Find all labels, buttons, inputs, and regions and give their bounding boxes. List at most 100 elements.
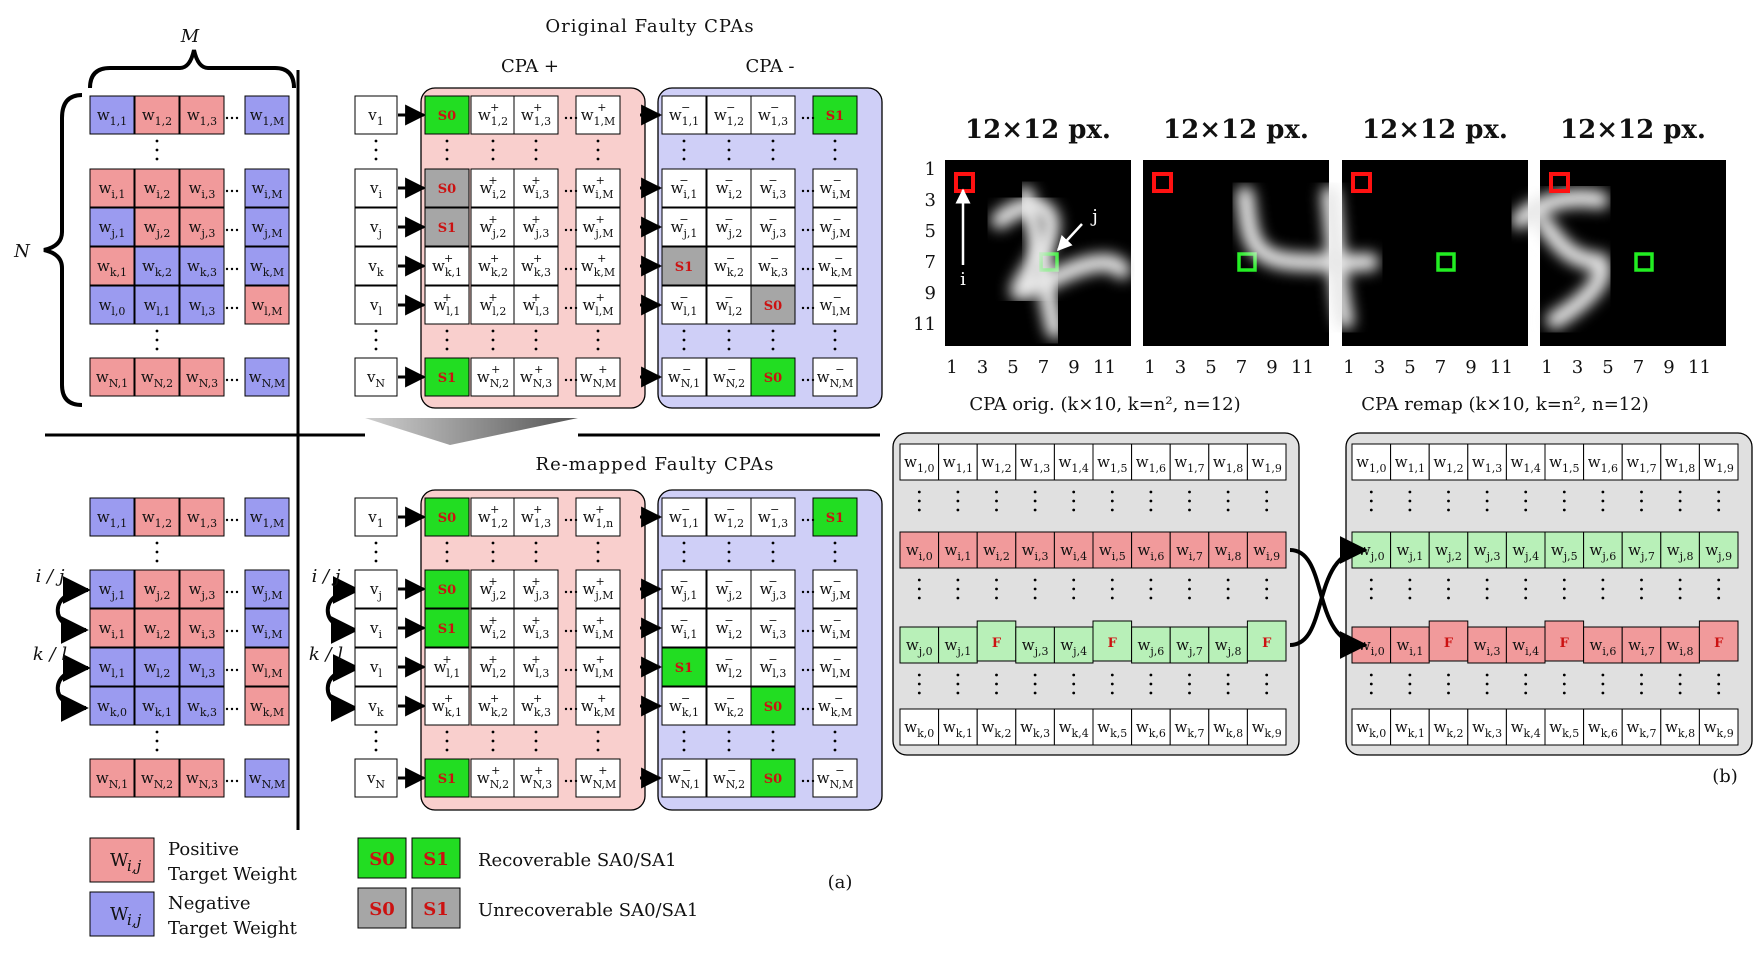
fault-cell-minus-orig — [750, 285, 796, 325]
col-ellipsis-orig — [995, 587, 998, 591]
weight-cell-remap — [1351, 708, 1392, 746]
input-v-box-remap — [354, 608, 398, 648]
col-ellipsis-orig — [155, 347, 159, 351]
cpa-row-ellipsis-plus-remap — [564, 590, 568, 594]
x-tick-4: 3 — [1572, 357, 1583, 378]
cpa-row-ellipsis-minus-orig — [801, 378, 805, 382]
cpa-col-ellipsis-minus-orig — [727, 338, 731, 342]
cpa-col-ellipsis-plus-orig — [445, 139, 449, 143]
target-weight-cell-orig — [134, 246, 180, 286]
cpa-col-ellipsis-minus-orig — [771, 347, 775, 351]
cpa-col-ellipsis-minus-remap — [833, 541, 837, 545]
cpa-cell-minus-orig — [661, 95, 707, 135]
col-ellipsis-orig — [1149, 691, 1153, 695]
col-ellipsis-orig — [155, 157, 159, 161]
cpa-col-ellipsis-plus-remap — [534, 739, 538, 743]
cpa-col-ellipsis-plus-remap — [445, 739, 449, 743]
cpa-cell-plus-remap — [470, 647, 516, 687]
cpa-row-ellipsis-plus-orig — [564, 267, 568, 271]
col-ellipsis-orig — [1188, 587, 1191, 591]
col-ellipsis-remap — [1678, 691, 1682, 695]
x-tick-1: 5 — [1007, 357, 1018, 378]
row-ellipsis-remap — [235, 590, 239, 594]
col-ellipsis-orig — [956, 691, 960, 695]
col-ellipsis-orig — [917, 691, 921, 695]
legend-positive-swatch — [89, 837, 155, 883]
col-ellipsis-remap — [1678, 490, 1682, 494]
cpa-cell-plus-remap — [470, 686, 516, 726]
y-tick: 5 — [925, 221, 936, 242]
x-tick-2: 1 — [1144, 357, 1155, 378]
label-i: i — [960, 269, 966, 290]
row-ellipsis-remap — [230, 629, 234, 633]
input-ellipsis-orig — [374, 148, 378, 152]
weight-cell-orig — [1053, 626, 1094, 664]
cpa-col-ellipsis-minus-orig — [771, 329, 775, 333]
cpa-row-ellipsis-plus-remap — [564, 668, 568, 672]
x-tick-4: 11 — [1688, 357, 1711, 378]
col-ellipsis-orig — [155, 329, 159, 333]
col-ellipsis-remap — [1408, 499, 1412, 503]
col-ellipsis-remap — [1562, 682, 1566, 686]
cpa-row-ellipsis-minus-orig — [801, 267, 805, 271]
col-ellipsis-orig — [155, 338, 159, 342]
cpa-weight-label-minus-orig: wk,3− — [758, 252, 788, 279]
fault-label-plus-remap: S0 — [438, 583, 456, 598]
cpa-orig-box — [892, 432, 1300, 756]
target-weight-cell-orig — [89, 357, 135, 397]
col-ellipsis-remap — [1524, 578, 1528, 582]
digit-stroke-4 — [1511, 189, 1611, 329]
fault-label-plus-orig: S0 — [438, 109, 456, 124]
cpa-col-ellipsis-minus-orig — [682, 139, 686, 143]
target-weight-cell-orig — [89, 285, 135, 325]
col-ellipsis-orig — [1072, 490, 1076, 494]
col-ellipsis-remap — [1640, 587, 1643, 591]
target-weight-cell-orig — [244, 207, 290, 247]
input-ellipsis-remap — [374, 730, 378, 734]
target-weight-cell-orig — [179, 285, 225, 325]
cpa-cell-minus-orig — [812, 357, 858, 397]
cpa-cell-minus-remap — [661, 686, 707, 726]
cpa-weight-label-plus-remap: wN,3+ — [520, 764, 552, 791]
col-ellipsis-remap — [1369, 596, 1373, 600]
col-ellipsis-orig — [1226, 499, 1230, 503]
cpa-col-ellipsis-minus-remap — [682, 739, 686, 743]
cpa-col-ellipsis-plus-orig — [445, 148, 449, 152]
panel-a-label: (a) — [828, 872, 853, 893]
cpa-row-ellipsis-plus-remap — [564, 707, 568, 711]
cpa-col-ellipsis-plus-orig — [534, 157, 538, 161]
col-ellipsis-orig — [1033, 682, 1037, 686]
cpa-cell-plus-orig — [470, 95, 516, 135]
target-weight-cell-orig — [179, 95, 225, 135]
col-ellipsis-orig — [956, 682, 960, 686]
cpa-weight-label-minus-remap: wj,3− — [760, 575, 787, 602]
cpa-col-ellipsis-plus-orig — [596, 347, 600, 351]
legend-negative-line2: Target Weight — [168, 918, 298, 939]
row-ellipsis-orig — [225, 189, 229, 193]
cpa-cell-plus-orig — [470, 285, 516, 325]
target-weight-cell-remap — [89, 758, 135, 798]
y-tick: 11 — [913, 314, 936, 335]
cpa-col-ellipsis-plus-orig — [445, 157, 449, 161]
cpa-col-ellipsis-plus-remap — [596, 730, 600, 734]
col-ellipsis-remap — [1524, 673, 1528, 677]
col-ellipsis-orig — [1149, 499, 1153, 503]
target-weight-cell-remap — [134, 758, 180, 798]
cpa-row-ellipsis-minus-orig — [806, 189, 810, 193]
cpa-col-ellipsis-minus-remap — [771, 541, 775, 545]
fault-cell-plus-orig — [424, 357, 470, 397]
row-ellipsis-remap — [230, 668, 234, 672]
cpa-col-ellipsis-minus-orig — [833, 157, 837, 161]
cpa-col-ellipsis-minus-orig — [682, 329, 686, 333]
cpa-col-ellipsis-minus-remap — [727, 730, 731, 734]
weight-cell-orig — [938, 708, 978, 746]
cpa-cell-minus-remap — [750, 569, 796, 609]
row-ellipsis-remap — [235, 668, 239, 672]
fault-cell-minus-remap — [812, 497, 858, 537]
weight-cell-remap — [1583, 708, 1623, 746]
swap-label-kl-target: k / l — [33, 644, 67, 665]
col-ellipsis-orig — [1033, 673, 1037, 677]
cpa-row-ellipsis-minus-remap — [806, 629, 810, 633]
y-tick: 3 — [925, 190, 936, 211]
cpa-col-ellipsis-plus-orig — [445, 329, 449, 333]
